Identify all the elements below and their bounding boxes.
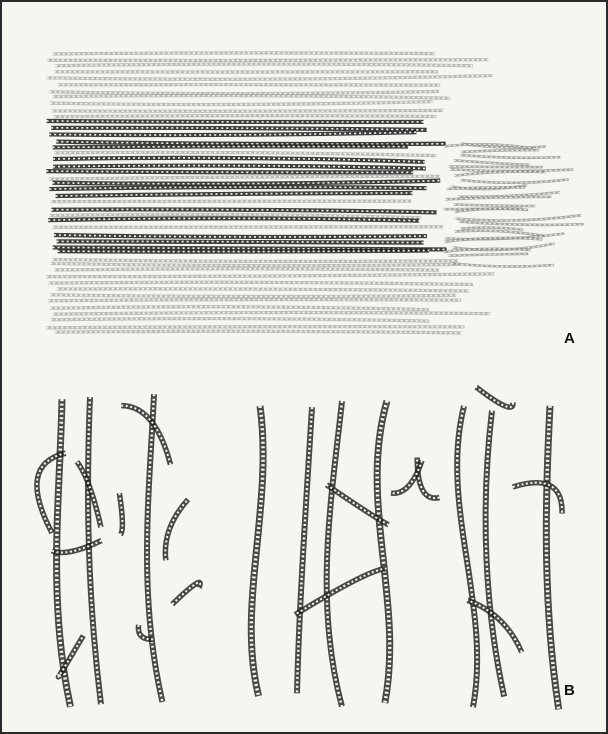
fibril-a xyxy=(52,181,440,184)
fibril-a xyxy=(53,96,451,99)
fiber-b xyxy=(457,406,477,707)
fiber-b xyxy=(165,499,188,560)
fibril-a xyxy=(51,209,436,212)
panel-a-label: A xyxy=(564,330,575,347)
fiber-b xyxy=(476,387,513,407)
fibril-a-end xyxy=(455,215,581,220)
panel-b-label: B xyxy=(564,682,575,699)
panel-b-fiber-network xyxy=(37,387,562,709)
fibril-a-banding xyxy=(47,60,489,61)
fibril-a xyxy=(53,146,408,147)
fibril-a xyxy=(55,193,412,196)
fiber-b xyxy=(513,483,562,514)
fiber-b xyxy=(327,401,342,706)
panel-a-parallel-fiber-bundle xyxy=(46,53,583,333)
fiber-b xyxy=(121,406,170,465)
fiber-b xyxy=(295,569,386,615)
